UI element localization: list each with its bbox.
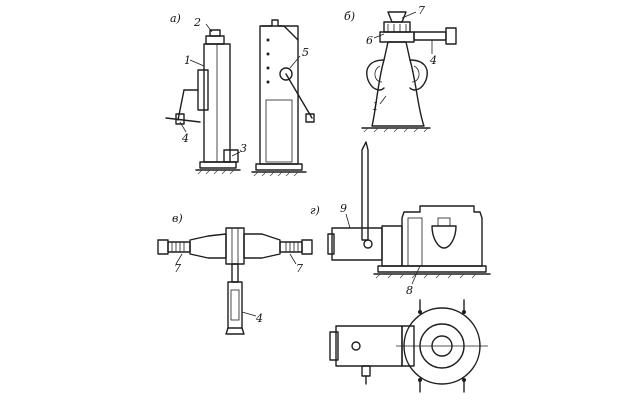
turnbuckle-body xyxy=(157,227,313,335)
panel-v-turnbuckle: в) 7 7 4 xyxy=(157,212,313,335)
rack-jack-front-view xyxy=(165,23,241,175)
panel-g-label: г) xyxy=(310,204,320,217)
panel-g-part-9: 9 xyxy=(340,202,347,215)
panel-b-part-4: 4 xyxy=(429,54,437,67)
panel-a-rack-jack: a) xyxy=(165,12,315,177)
rack-jack-side-view xyxy=(251,19,315,177)
panel-b-part-7: 7 xyxy=(418,4,425,17)
panel-b-part-1: 1 xyxy=(372,100,379,113)
panel-a-part-2: 2 xyxy=(193,16,201,29)
panel-v-label: в) xyxy=(172,212,183,225)
panel-b-part-6: 6 xyxy=(366,34,373,47)
panel-a-part-4: 4 xyxy=(181,132,189,145)
hydraulic-jack-plan-view xyxy=(329,299,488,393)
panel-a-label: a) xyxy=(170,12,181,25)
panel-v-part-7-right: 7 xyxy=(296,262,303,275)
panel-b-label: б) xyxy=(344,10,355,23)
panel-a-part-5: 5 xyxy=(302,46,309,59)
panel-b-screw-jack: б) xyxy=(344,4,457,133)
panel-g-hydraulic-jack: г) xyxy=(310,141,491,393)
hydraulic-jack-side-view xyxy=(327,141,491,285)
panel-g-part-8: 8 xyxy=(406,284,413,297)
panel-a-part-1: 1 xyxy=(184,54,191,67)
panel-v-part-7-left: 7 xyxy=(174,262,181,275)
panel-a-part-3: 3 xyxy=(240,142,247,155)
screw-jack-body xyxy=(361,11,457,133)
panel-v-part-4: 4 xyxy=(255,312,263,325)
